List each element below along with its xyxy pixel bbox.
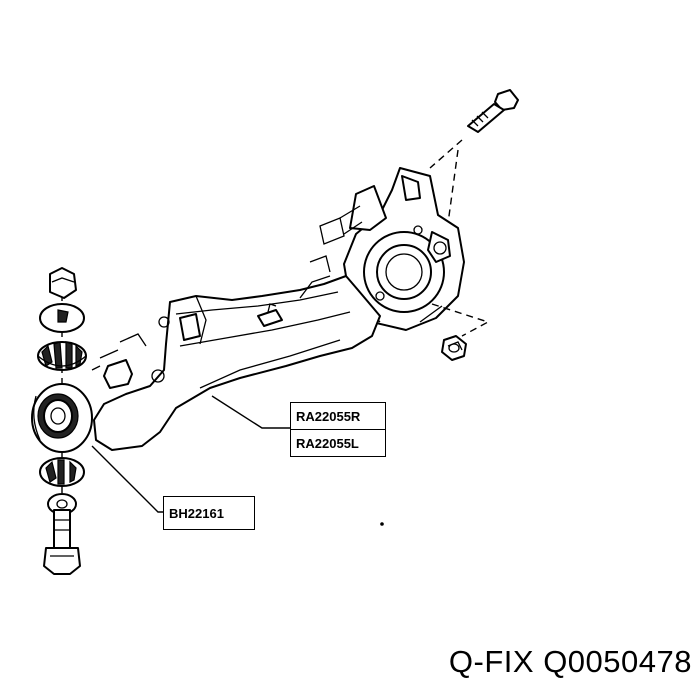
nut-guide-line [431,303,490,337]
arm-leader-line [211,395,290,429]
right-flange-nut [441,335,467,361]
callout-bushing: BH22161 [163,496,255,530]
knuckle-mount [339,167,465,331]
upper-insulator [37,341,87,371]
upper-washer [39,303,85,333]
trailing-arm [91,217,381,451]
callout-arm-right: RA22055R [290,402,386,430]
part-number-footer: Q-FIX Q0050478 [448,644,692,679]
upper-bolt [467,89,519,133]
stray-mark [380,522,384,526]
lower-insulator [39,457,85,487]
callout-arm-left: RA22055L [290,429,386,457]
top-nut [49,267,77,299]
lower-bolt [43,509,81,575]
bushing-leader-line [91,445,164,513]
arm-bushing [31,383,93,453]
